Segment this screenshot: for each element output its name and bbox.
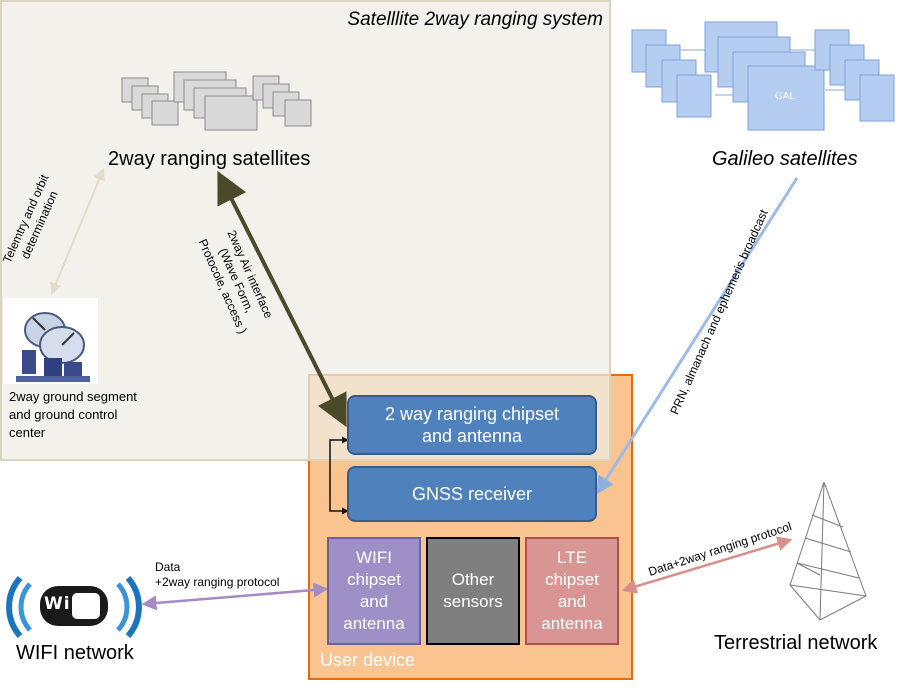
terrestrial-tower-graphic: [789, 481, 867, 621]
wifi-logo-text: Wi Fi: [44, 594, 97, 614]
wifi-logo-icon: [6, 576, 142, 638]
ranging-chipset-text: 2 way ranging chipset and antenna: [384, 404, 560, 446]
lte-chipset-box: [525, 537, 619, 645]
terrestrial-network-label: Terrestrial network: [714, 632, 878, 654]
telemetry-link: [50, 168, 105, 295]
gnss-receiver-box: [347, 466, 597, 522]
wifi-link-label: Data +2way ranging protocol: [155, 560, 280, 589]
ground-segment-label: 2way ground segment and ground control c…: [9, 389, 137, 440]
wifi-chipset-text: WIFI chipset and antenna: [343, 548, 405, 633]
galileo-satellites-graphic: [631, 21, 895, 131]
lte-chipset-text: LTE chipset and antenna: [541, 548, 603, 633]
user-device-label: User device: [320, 650, 416, 670]
galileo-broadcast-link: [596, 177, 799, 495]
wifi-link: [141, 582, 329, 611]
wifi-network-label: WIFI network: [16, 642, 134, 664]
ground-antenna-graphic: [3, 298, 98, 384]
ranging-satellites-graphic: [121, 71, 312, 131]
galileo-satellites-label: Galileo satellites: [712, 148, 858, 170]
other-sensors-text: Other sensors: [443, 570, 503, 611]
terrestrial-link: [621, 536, 793, 594]
internal-connector: [329, 439, 346, 512]
satellite-system-title: Satelllite 2way ranging system: [347, 9, 603, 30]
wifi-chipset-box: [327, 537, 421, 645]
ranging-chipset-box: [347, 395, 597, 455]
other-sensors-box: [426, 537, 520, 645]
air-interface-link: [217, 170, 347, 428]
gnss-receiver-text: GNSS receiver: [411, 484, 533, 504]
ranging-satellites-label: 2way ranging satellites: [108, 148, 311, 170]
gal-tag: GAL: [775, 91, 796, 102]
